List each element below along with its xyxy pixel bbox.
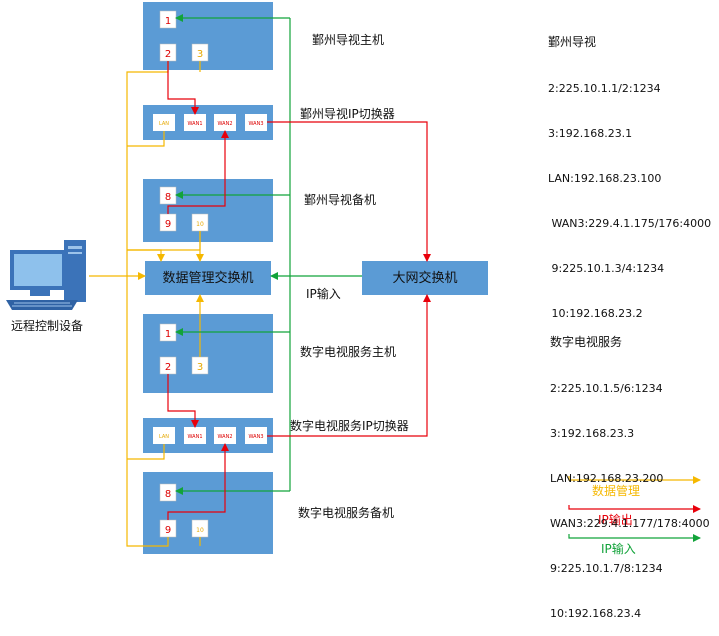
yinzhou-info-block: 鄞州导视 2:225.10.1.1/2:1234 3:192.168.23.1 …: [548, 5, 711, 336]
port-8: 8: [165, 192, 171, 203]
port-2: 2: [165, 49, 171, 60]
port-9: 9: [165, 219, 171, 230]
ip-input-lines: [175, 14, 362, 495]
data-management-switch: [145, 261, 271, 295]
port-3: 3: [197, 49, 203, 60]
dtv-ip-switch-label: 数字电视服务IP切换器: [290, 418, 409, 433]
info-line: 3:192.168.23.1: [548, 127, 633, 140]
port-lan: LAN: [159, 434, 169, 440]
port-1: 1: [165, 16, 171, 27]
yinzhou-main-ports: 1 2 3: [159, 10, 209, 62]
port-3: 3: [197, 362, 203, 373]
port-wan2: WAN2: [217, 121, 232, 127]
yinzhou-info-title: 鄞州导视: [548, 35, 597, 49]
dtv-switch-ports: LAN WAN1 WAN2 WAN3: [153, 427, 267, 444]
backup-host-label: 鄞州导视备机: [304, 192, 376, 207]
port-wan1: WAN1: [187, 434, 202, 440]
legend-ip-in: IP输入: [601, 541, 636, 556]
remote-pc-label: 远程控制设备: [11, 318, 83, 333]
ip-switch-label: 鄞州导视IP切换器: [300, 106, 395, 121]
dtv-info-title: 数字电视服务: [550, 335, 623, 349]
port-wan2: WAN2: [217, 434, 232, 440]
dtv-info-block: 数字电视服务 2:225.10.1.5/6:1234 3:192.168.23.…: [550, 305, 710, 636]
dtv-main-host-label: 数字电视服务主机: [300, 344, 396, 359]
info-line: 10:192.168.23.4: [550, 607, 642, 620]
data-switch-label: 数据管理交换机: [162, 270, 253, 286]
dtv-backup-host-label: 数字电视服务备机: [298, 505, 394, 520]
computer-icon: [6, 240, 86, 310]
ip-output-lines: [167, 61, 431, 520]
wan-switch-label: 大网交换机: [392, 270, 457, 286]
legend-data-mgmt: 数据管理: [592, 483, 640, 498]
info-line: 2:225.10.1.5/6:1234: [550, 382, 663, 395]
info-line: WAN3:229.4.1.177/178:4000: [550, 517, 710, 530]
port-9: 9: [165, 525, 171, 536]
info-line: 9:225.10.1.3/4:1234: [548, 262, 665, 275]
port-10: 10: [196, 527, 204, 534]
yinzhou-backup-ports: 8 9 10: [159, 186, 209, 232]
wan-switch: [362, 261, 488, 295]
info-line: 3:192.168.23.3: [550, 427, 635, 440]
port-wan3: WAN3: [248, 434, 263, 440]
info-line: WAN3:229.4.1.175/176:4000: [548, 217, 712, 230]
info-line: 2:225.10.1.1/2:1234: [548, 82, 661, 95]
info-line: LAN:192.168.23.200: [550, 472, 664, 485]
info-line: LAN:192.168.23.100: [548, 172, 662, 185]
legend-ip-out: IP输出: [598, 512, 633, 527]
legend: 数据管理 IP输出 IP输入: [568, 476, 701, 556]
port-2: 2: [165, 362, 171, 373]
port-8: 8: [165, 489, 171, 500]
port-10: 10: [196, 221, 204, 228]
info-line: 9:225.10.1.7/8:1234: [550, 562, 663, 575]
info-line: 10:192.168.23.2: [548, 307, 643, 320]
port-1: 1: [165, 329, 171, 340]
dtv-main-ports: 1 2 3: [159, 323, 209, 375]
port-wan1: WAN1: [187, 121, 202, 127]
port-lan: LAN: [159, 121, 169, 127]
main-host-label: 鄞州导视主机: [312, 32, 384, 47]
port-wan3: WAN3: [248, 121, 263, 127]
ip-input-label: IP输入: [306, 286, 341, 301]
yinzhou-switch-ports: LAN WAN1 WAN2 WAN3: [153, 114, 267, 131]
